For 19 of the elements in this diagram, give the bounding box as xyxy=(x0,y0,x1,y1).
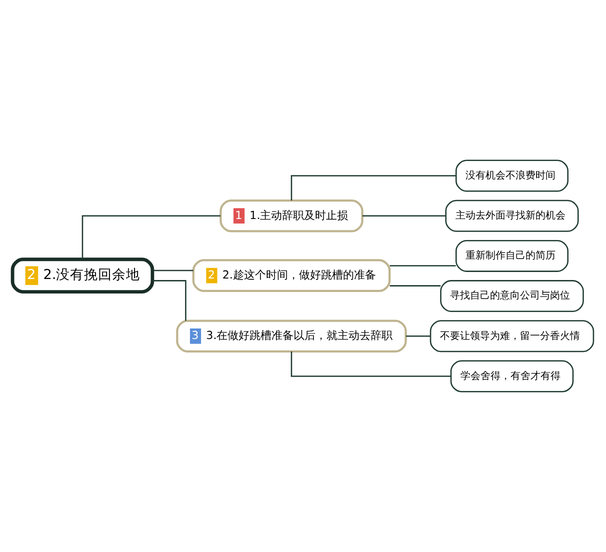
node-box: 重新制作自己的简历 xyxy=(455,240,568,272)
connector xyxy=(406,336,431,337)
node-box: 主动去外面寻找新的机会 xyxy=(445,200,579,232)
connector xyxy=(290,175,456,200)
node-box: 不要让领导为难，留一分香火情 xyxy=(430,320,594,352)
node-box: 2 2.没有挽回余地 xyxy=(10,258,154,294)
node-box: 2 2.趁这个时间，做好跳槽的准备 xyxy=(192,259,391,292)
connector xyxy=(390,265,456,266)
connector xyxy=(390,285,441,286)
connector xyxy=(82,215,220,260)
connector xyxy=(152,280,186,321)
node-box: 寻找自己的意向公司与岗位 xyxy=(440,280,584,312)
node-box: 3 3.在做好跳槽准备以后，就主动去辞职 xyxy=(176,320,407,353)
connector xyxy=(152,270,194,272)
node-box: 没有机会不浪费时间 xyxy=(455,160,568,192)
node-box: 1 1.主动辞职及时止损 xyxy=(220,199,364,232)
connector xyxy=(290,352,451,377)
node-box: 学会舍得，有舍才有得 xyxy=(450,360,574,392)
connector xyxy=(362,215,446,216)
